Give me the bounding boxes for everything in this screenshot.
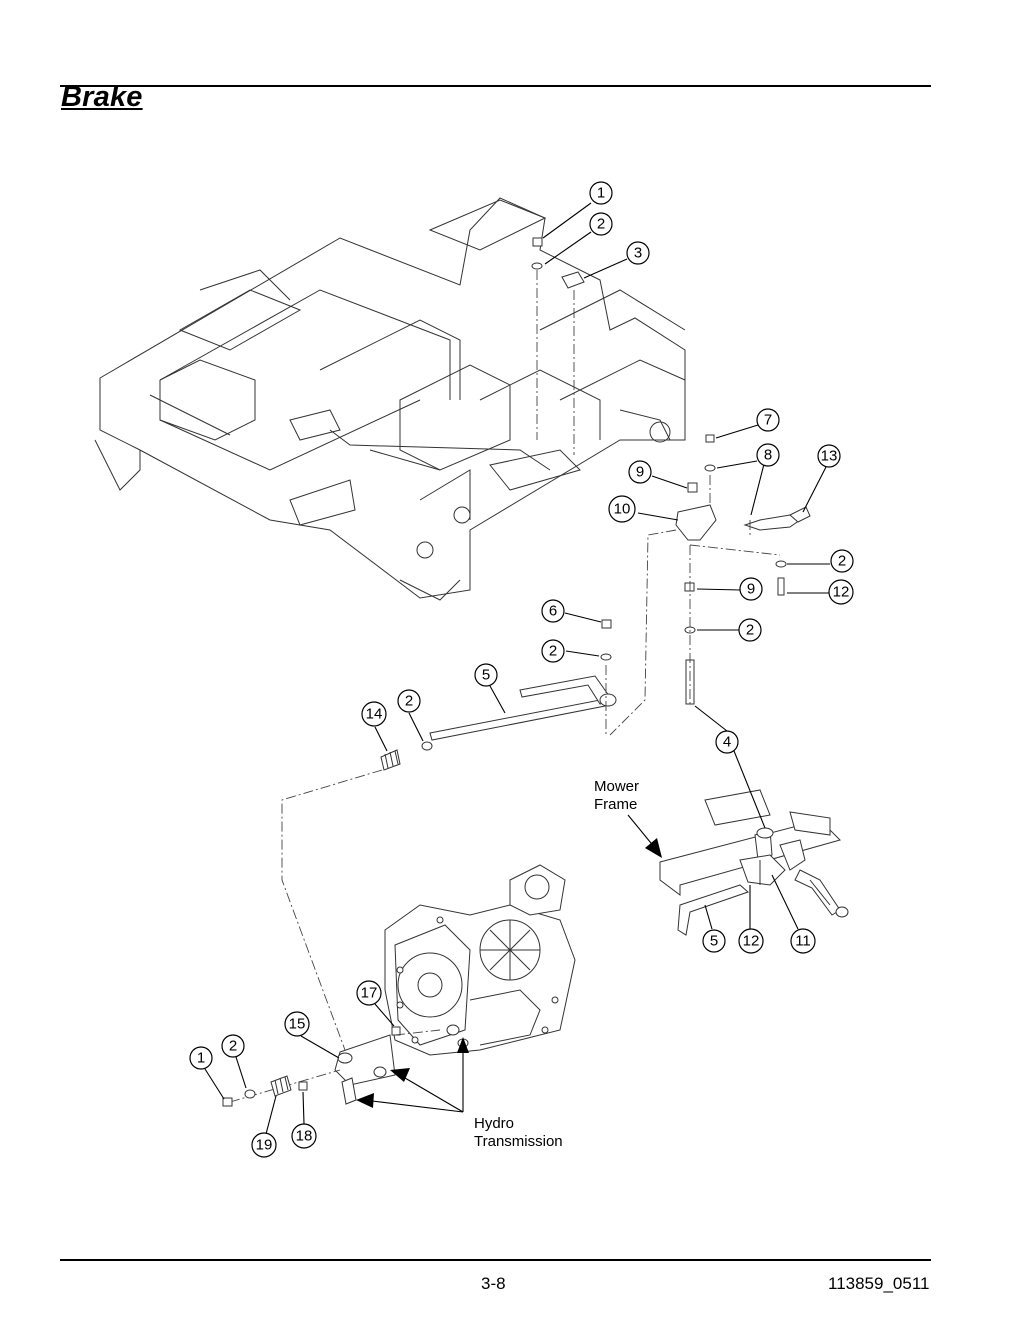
callout-14: 14 [361,701,387,727]
callout-2-top: 2 [589,212,613,236]
leader-lines [204,202,830,1135]
svg-text:11: 11 [795,933,811,950]
svg-text:13: 13 [821,448,838,465]
upper-hardware [531,237,811,736]
hydro-label-line2: Transmission [474,1133,563,1150]
callout-19: 19 [251,1132,277,1158]
svg-text:4: 4 [723,734,731,751]
svg-text:12: 12 [743,933,760,950]
callout-18: 18 [291,1123,317,1149]
svg-text:7: 7 [764,412,772,429]
svg-text:2: 2 [597,216,605,233]
svg-text:12: 12 [833,584,850,601]
svg-text:1: 1 [197,1050,205,1067]
svg-text:10: 10 [614,501,631,518]
svg-text:14: 14 [366,706,383,723]
hydro-label-line1: Hydro [474,1115,514,1132]
callout-15: 15 [284,1011,310,1037]
document-code: 113859_0511 [828,1274,930,1293]
svg-text:6: 6 [549,603,557,620]
bottom-rule [60,1259,931,1261]
svg-text:3: 3 [634,245,642,262]
svg-text:8: 8 [764,447,772,464]
callout-7: 7 [756,408,780,432]
callout-9-upper: 9 [628,460,652,484]
svg-text:19: 19 [256,1137,273,1154]
callout-5-rod: 5 [474,663,498,687]
page-title: Brake [61,81,143,113]
callout-17: 17 [356,980,382,1006]
svg-text:5: 5 [482,667,490,684]
mower-frame-label-line1: Mower [594,778,639,795]
svg-text:17: 17 [361,985,378,1002]
callout-1-lower: 1 [189,1046,213,1070]
callout-2-spring: 2 [397,689,421,713]
callout-9-lower: 9 [739,577,763,601]
callout-10: 10 [608,495,636,523]
svg-text:2: 2 [229,1038,237,1055]
callout-1-top: 1 [589,181,613,205]
callout-6: 6 [541,599,565,623]
svg-text:5: 5 [710,933,718,950]
mower-frame-detail [659,789,849,936]
lower-brake-hardware [222,1026,441,1107]
callout-4: 4 [715,730,739,754]
svg-text:1: 1 [597,185,605,202]
pointer-arrows [356,814,662,1113]
callout-3: 3 [626,241,650,265]
mower-frame-label-line2: Frame [594,796,637,813]
page-number: 3-8 [481,1274,506,1293]
top-rule [60,85,931,87]
callout-2-lower: 2 [221,1034,245,1058]
hydro-transmission [384,864,576,1056]
callout-2-rod: 2 [738,618,762,642]
svg-text:2: 2 [746,622,754,639]
callout-2-right: 2 [830,549,854,573]
svg-text:2: 2 [405,693,413,710]
svg-text:2: 2 [549,643,557,660]
brake-rod-assembly [281,619,617,1051]
callout-5-frame: 5 [702,929,726,953]
callout-2-mid: 2 [541,639,565,663]
svg-text:18: 18 [296,1128,313,1145]
callout-13: 13 [817,444,841,468]
callout-8: 8 [756,443,780,467]
svg-text:15: 15 [289,1016,306,1033]
callout-11: 11 [790,928,816,954]
chassis-frame [94,197,686,601]
callout-12-upper: 12 [828,579,854,605]
callout-12-frame: 12 [738,928,764,954]
svg-text:9: 9 [636,464,644,481]
svg-text:9: 9 [747,581,755,598]
svg-text:2: 2 [838,553,846,570]
